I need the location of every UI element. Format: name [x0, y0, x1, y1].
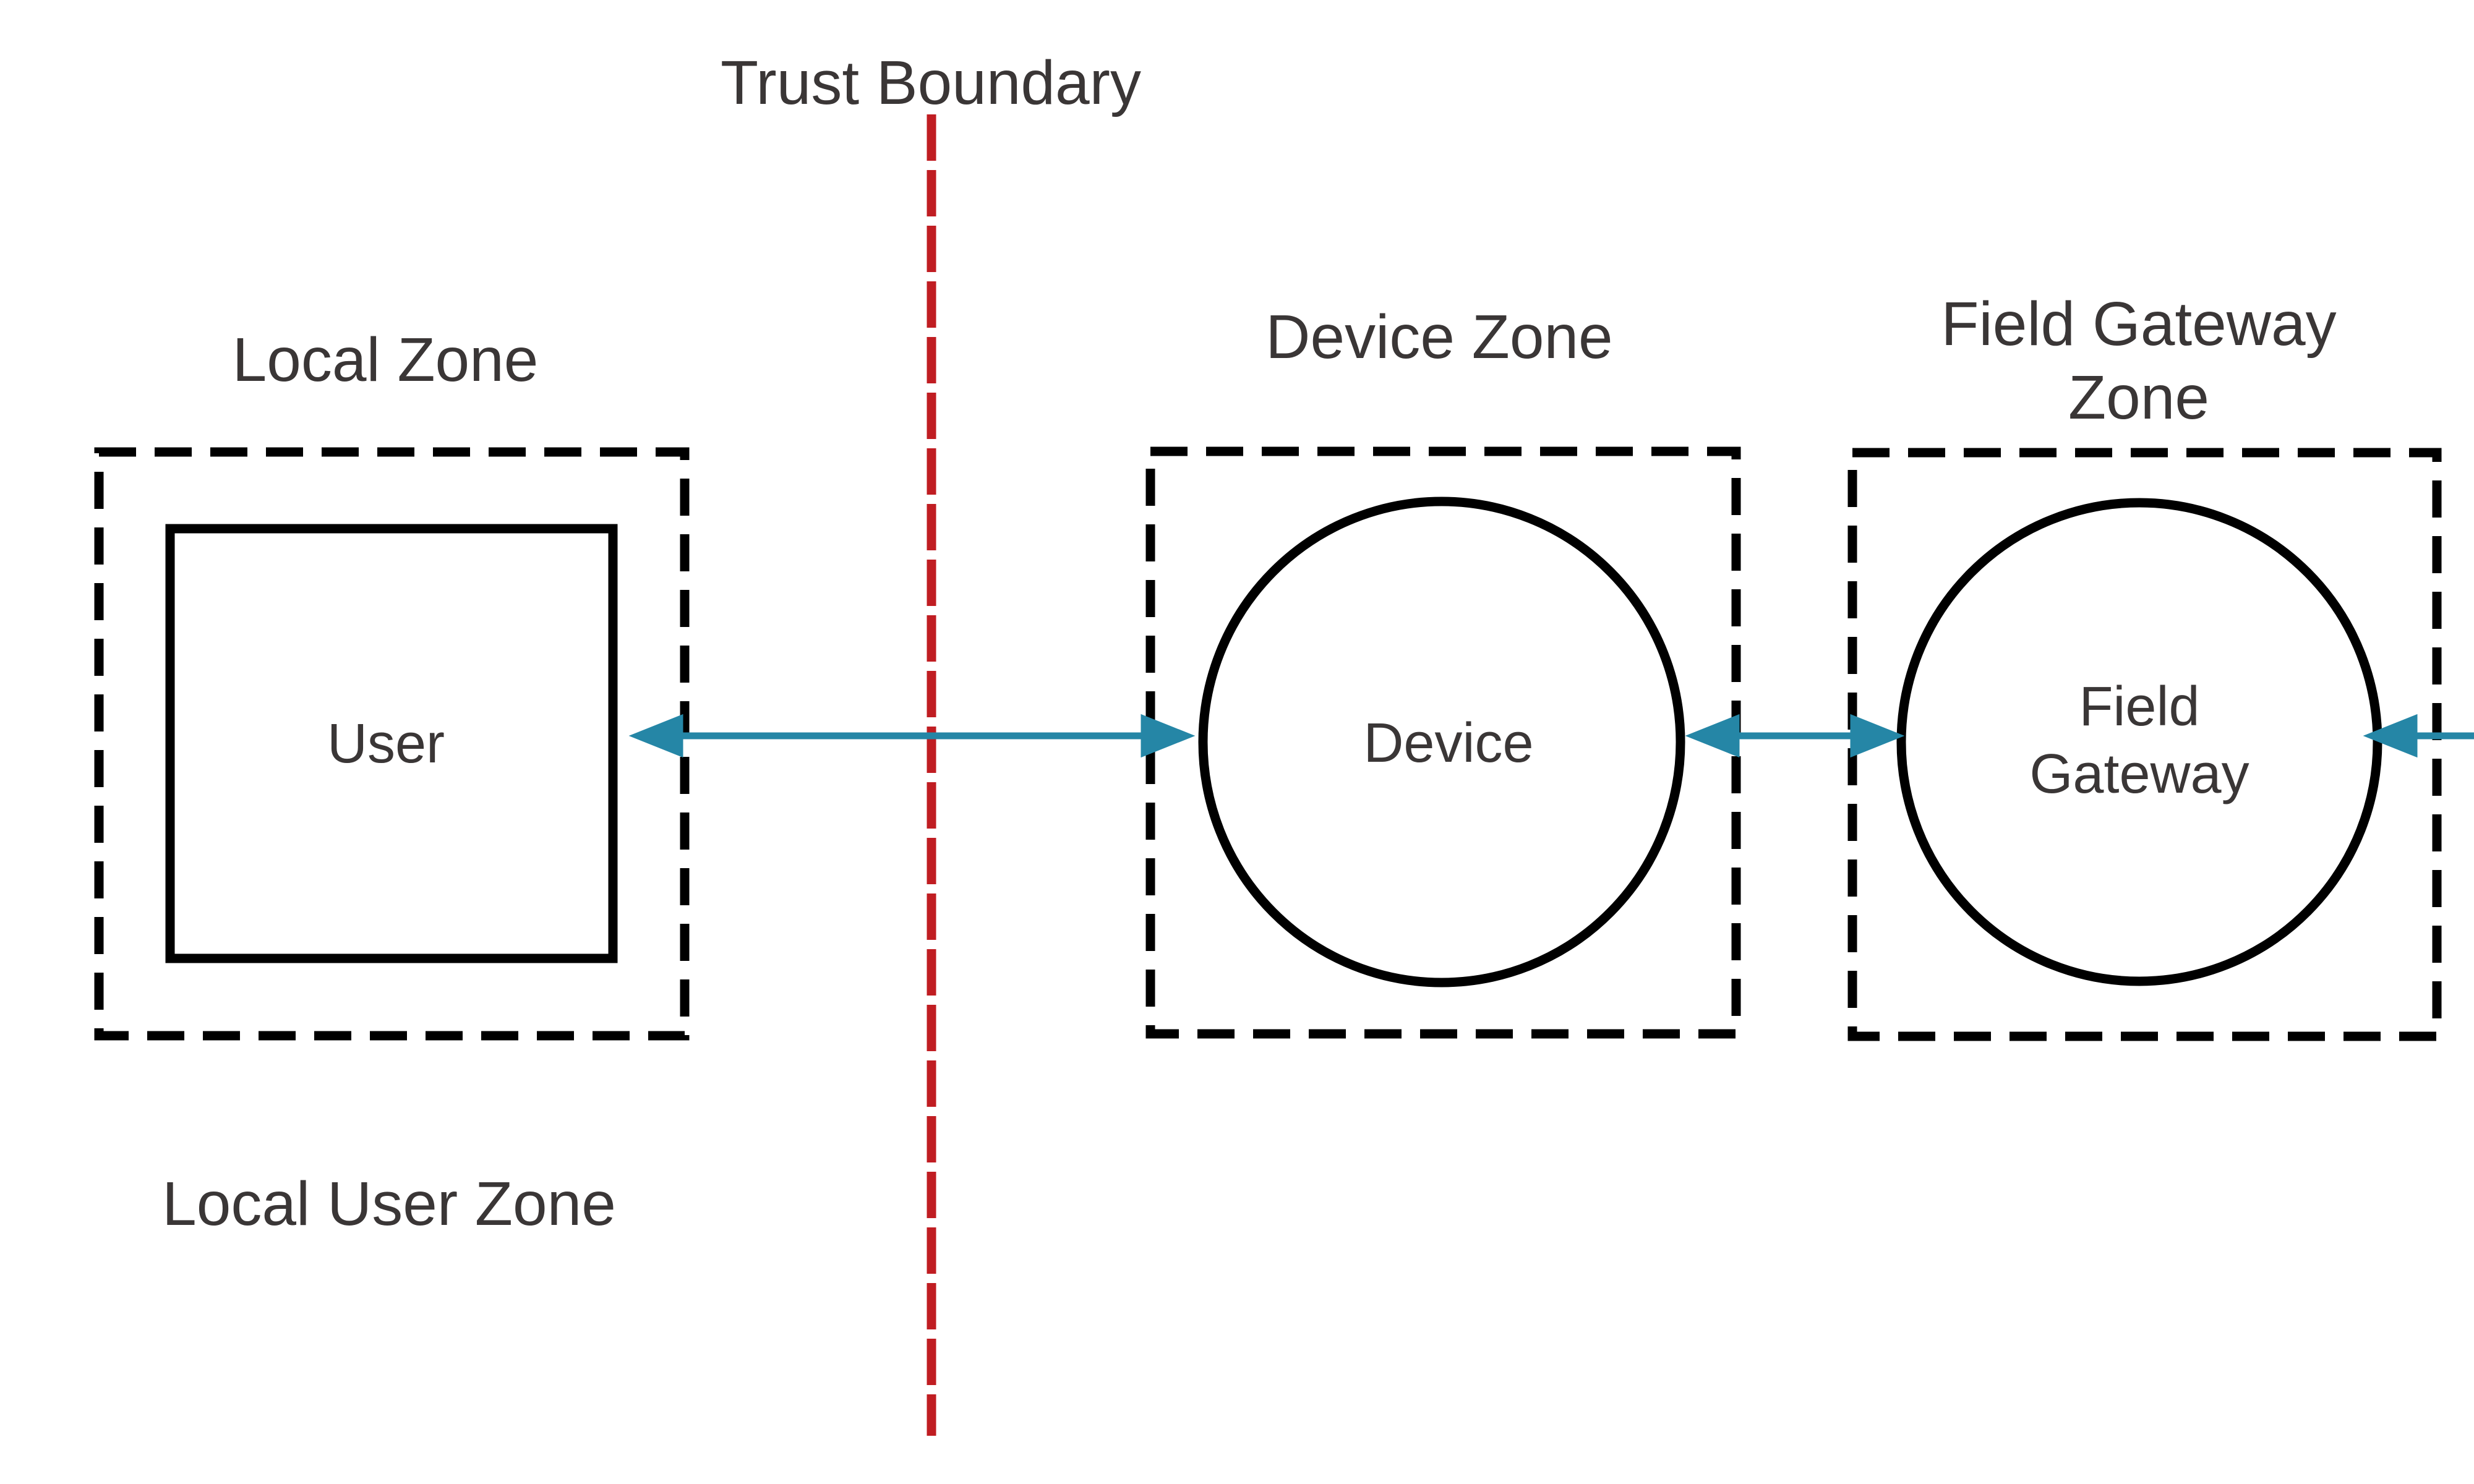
local-zone: Local Zone User	[94, 325, 690, 1041]
local-zone-title: Local Zone	[233, 325, 539, 394]
user-node-label: User	[327, 713, 445, 775]
field-gateway-zone-title-line-2: Zone	[2068, 363, 2209, 432]
trust-boundary: Trust Boundary	[721, 48, 1141, 1436]
field-gateway-zone-boundary	[1847, 448, 2442, 1041]
local-user-zone-label: Local User Zone	[162, 1169, 616, 1239]
local-zone-boundary	[94, 447, 690, 1041]
field-gateway-node[interactable]	[1896, 498, 2382, 986]
field-gateway-zone: Field Gateway Zone Field Gateway	[1847, 289, 2442, 1041]
device-node-label: Device	[1363, 712, 1533, 774]
device-zone-title: Device Zone	[1265, 302, 1612, 372]
trust-boundary-label: Trust Boundary	[721, 48, 1141, 117]
device-node[interactable]	[1198, 497, 1685, 987]
field-gateway-node-label-line-1: Field	[2079, 676, 2199, 738]
field-gateway-node-label-line-2: Gateway	[2029, 743, 2249, 805]
device-zone: Device Zone Device	[1145, 302, 1741, 1039]
device-zone-boundary	[1145, 446, 1741, 1039]
user-node[interactable]	[165, 524, 618, 963]
field-gateway-zone-title-line-1: Field Gateway	[1941, 289, 2336, 359]
